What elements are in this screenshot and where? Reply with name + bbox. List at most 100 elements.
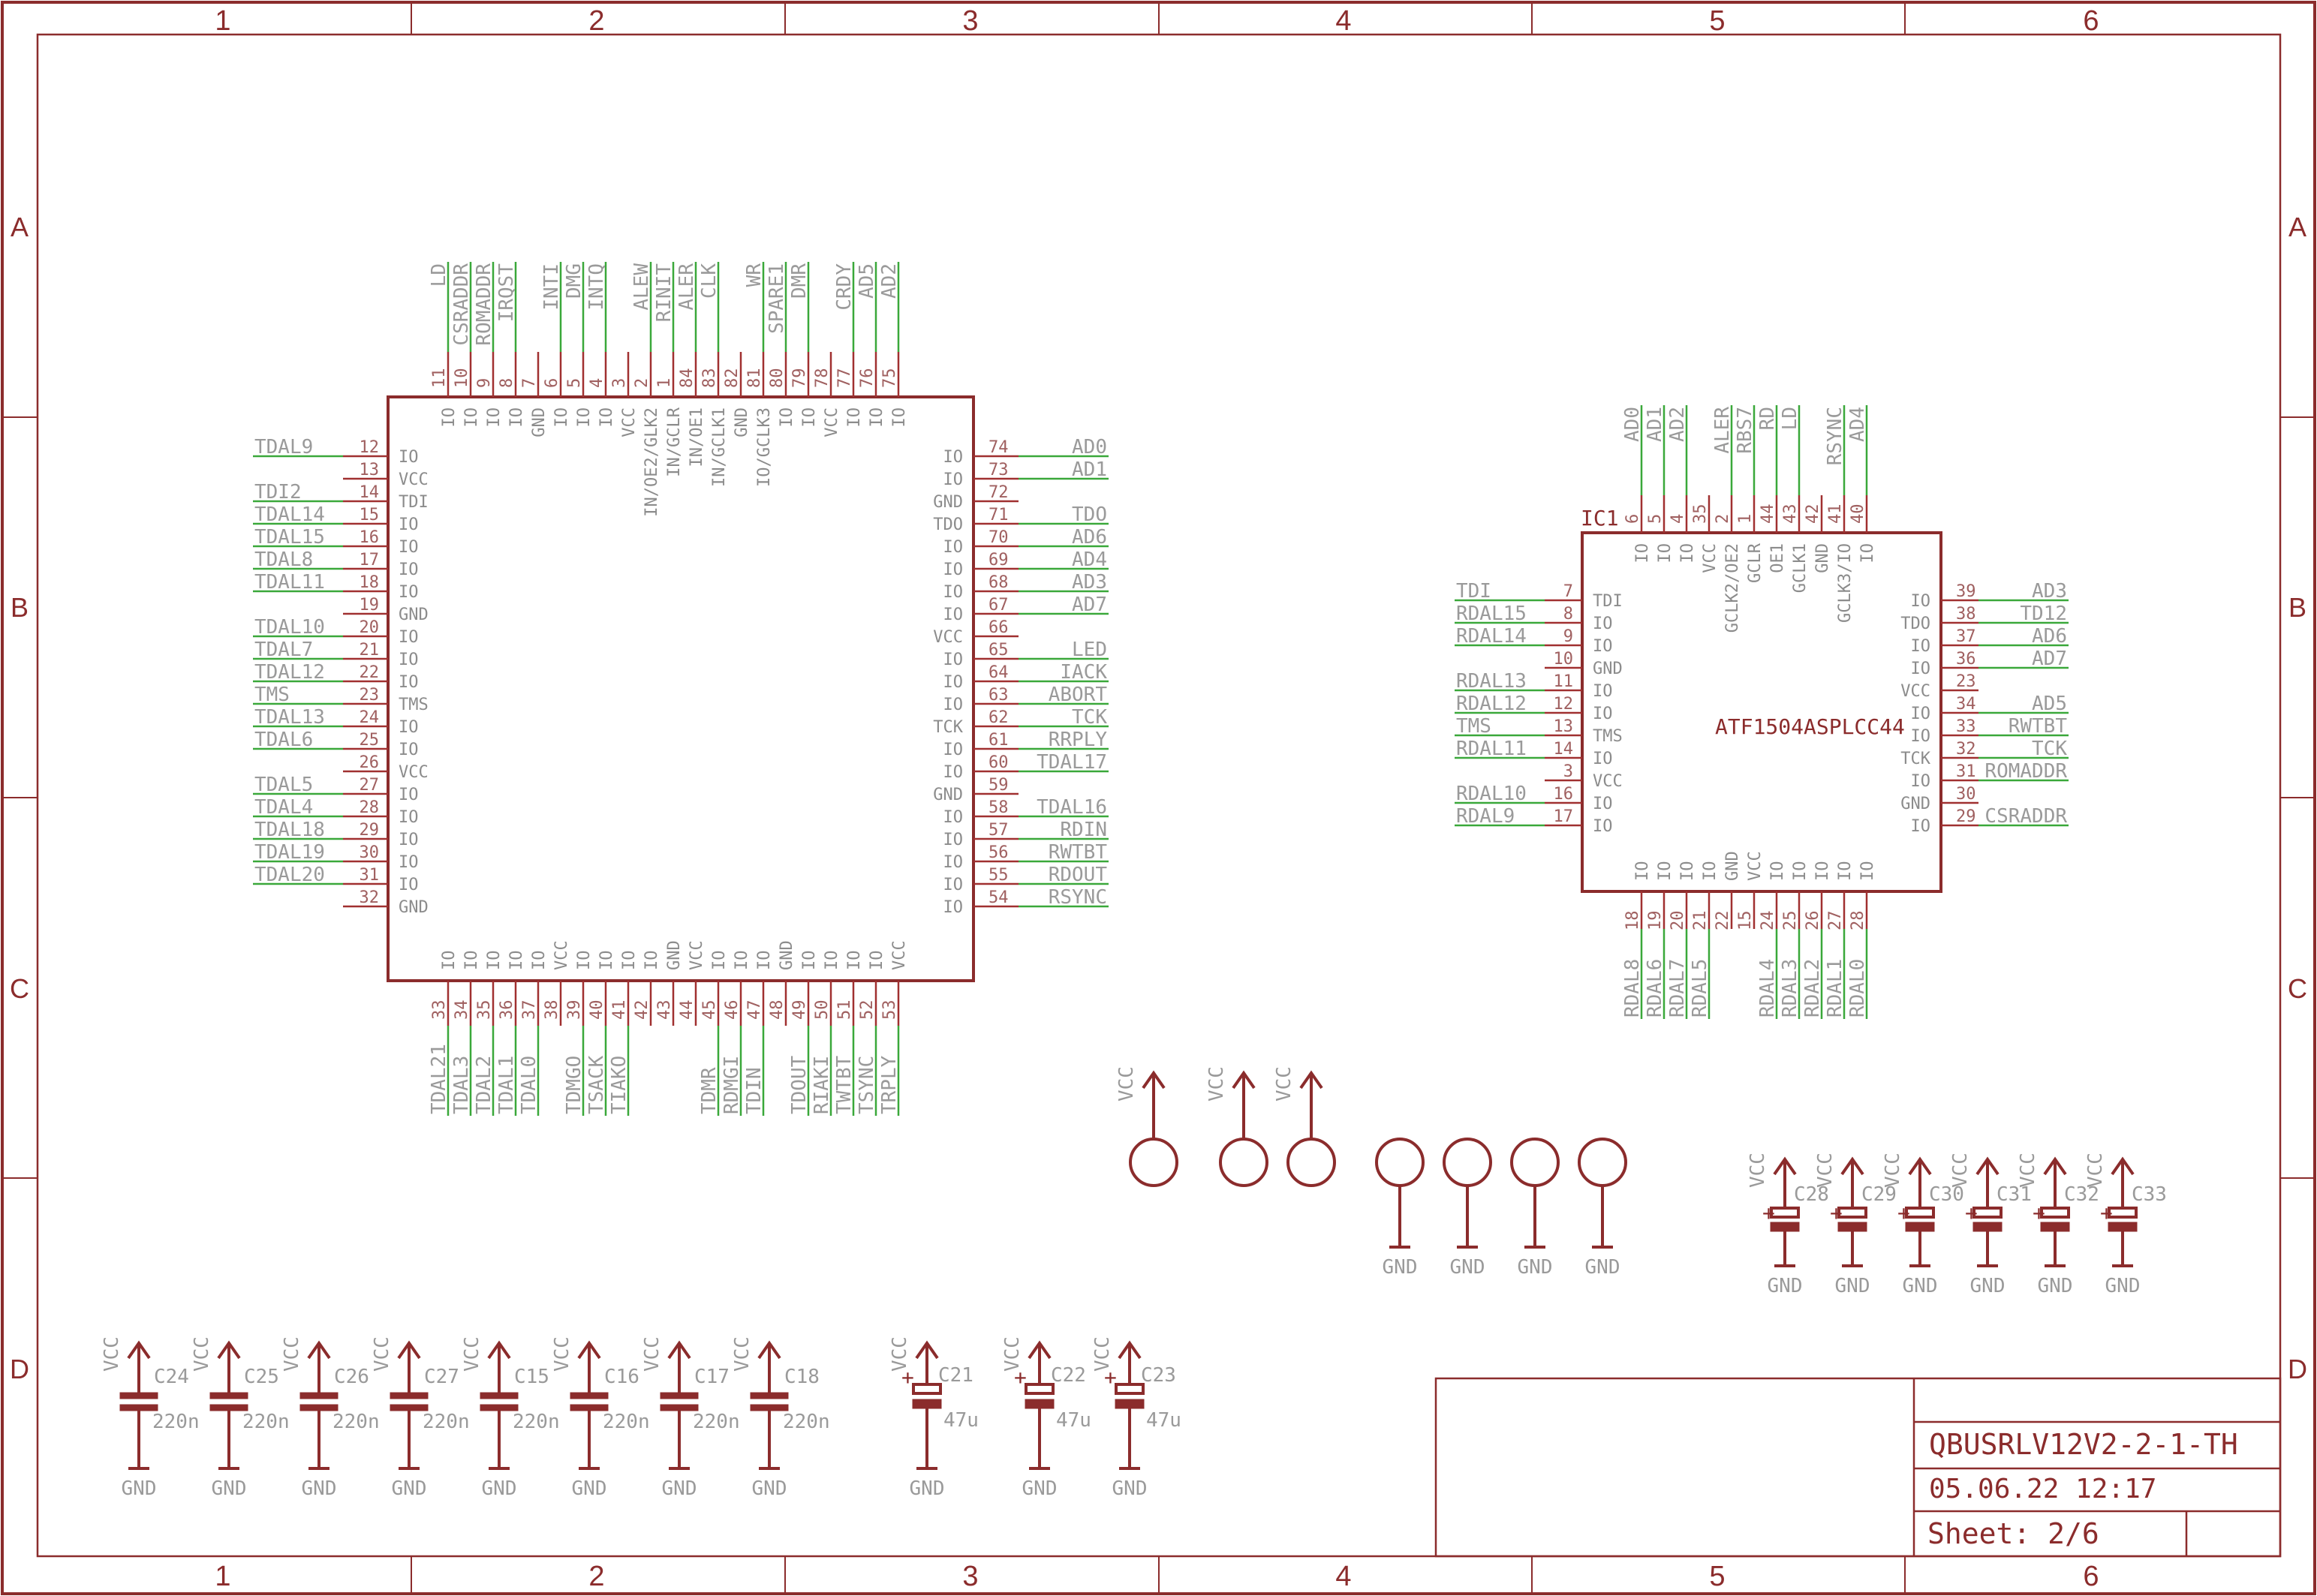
pin-name: GND: [1593, 660, 1623, 678]
frame-row-label-right: D: [2288, 1354, 2307, 1384]
gnd-label: GND: [1903, 1275, 1938, 1297]
pin-name: IO: [1593, 795, 1613, 813]
frame-row-label-right: A: [2288, 212, 2306, 242]
vcc-arrow-icon: [1773, 1156, 1797, 1176]
pin-name: IO: [1593, 637, 1613, 656]
net-label: RDAL9: [1456, 805, 1515, 828]
net-label: TDAL9: [254, 436, 313, 458]
net-label: LED: [1072, 639, 1107, 661]
pin-number: 18: [360, 573, 380, 592]
capacitor-value: 220n: [152, 1411, 200, 1433]
pin-name: GCLK1: [1791, 543, 1810, 593]
pin-number: 59: [988, 776, 1009, 795]
net-label: TWTBT: [833, 1055, 856, 1114]
net-label: TDAL1: [495, 1056, 518, 1114]
capacitor-reference: C30: [1929, 1183, 1964, 1206]
net-label: DMG: [563, 263, 585, 299]
vcc-label: VCC: [1882, 1153, 1904, 1188]
pin-number: 57: [988, 821, 1009, 840]
pin-number: 2: [1714, 514, 1732, 524]
pin-number: 41: [610, 1000, 629, 1020]
capacitor-reference: C29: [1861, 1183, 1897, 1206]
pin-number: 36: [1956, 650, 1976, 669]
polarity-plus-icon: +: [2100, 1201, 2113, 1225]
pin-number: 52: [858, 1000, 877, 1020]
net-label: TDAL18: [254, 819, 325, 841]
gnd-label: GND: [2105, 1275, 2141, 1297]
gnd-label: GND: [1450, 1256, 1485, 1279]
net-label: TDAL21: [428, 1044, 450, 1114]
capacitor-reference: C22: [1051, 1364, 1086, 1387]
pin-name: IO: [1911, 727, 1931, 746]
net-label: RDAL14: [1456, 625, 1527, 648]
pin-name: IO: [1678, 543, 1697, 564]
net-label: RDAL8: [1621, 959, 1644, 1017]
pin-number: 60: [988, 753, 1009, 772]
net-label: ALER: [1711, 407, 1734, 454]
capacitor-reference: C16: [604, 1366, 639, 1388]
test-pad-circle: [1443, 1138, 1492, 1187]
pin-number: 67: [988, 596, 1009, 615]
pin-number: 73: [988, 461, 1009, 479]
capacitor-reference: C21: [938, 1364, 973, 1387]
tantalum-plate-icon: [1905, 1222, 1935, 1232]
pin-name: TDI: [1593, 592, 1623, 611]
pin-number: 39: [1956, 582, 1976, 601]
pin-number: 19: [1646, 911, 1665, 931]
net-label: TDMGO: [563, 1056, 585, 1114]
net-label: RDAL5: [1689, 959, 1711, 1017]
pin-number: 21: [360, 641, 380, 660]
pin-name: VCC: [890, 940, 909, 970]
net-label: CSRADDR: [1984, 805, 2067, 828]
test-pad-circle: [1510, 1138, 1560, 1187]
pin-number: 61: [988, 731, 1009, 750]
frame-column-label-bottom: 3: [962, 1561, 978, 1592]
pin-number: 68: [988, 573, 1009, 592]
net-label: TDAL2: [473, 1056, 495, 1114]
net-label: INTQ: [585, 263, 608, 311]
pin-name: IO: [943, 876, 964, 894]
pin-name: IO: [943, 831, 964, 849]
pin-name: IO: [1858, 861, 1877, 882]
vcc-label: VCC: [551, 1336, 573, 1372]
tantalum-body-icon: [2040, 1207, 2070, 1219]
electrolytic-plate-icon: [1025, 1399, 1055, 1409]
pin-number: 58: [988, 798, 1009, 817]
gnd-label: GND: [1383, 1256, 1418, 1279]
test-pad-circle: [1129, 1138, 1178, 1187]
vcc-label: VCC: [2017, 1153, 2039, 1188]
pin-number: 4: [588, 378, 606, 388]
pin-number: 38: [1956, 605, 1976, 624]
pin-name: IO: [1911, 705, 1931, 723]
pin-name: IO: [399, 673, 419, 692]
pin-number: 49: [790, 1000, 809, 1020]
capacitor-value: 47u: [943, 1409, 979, 1432]
net-label: RINIT: [653, 263, 676, 323]
tantalum-body-icon: [1905, 1207, 1935, 1219]
pin-name: TDO: [1900, 615, 1930, 633]
frame-row-label-left: A: [11, 212, 29, 242]
capacitor-plate-icon: [299, 1404, 339, 1411]
pin-number: 17: [1554, 807, 1574, 826]
pin-number: 42: [1804, 504, 1822, 524]
pin-number: 74: [988, 438, 1009, 457]
pin-number: 24: [360, 708, 380, 727]
net-label: TCK: [2032, 738, 2067, 760]
pin-name: GCLR: [1746, 543, 1765, 583]
net-label: TDAL19: [254, 841, 325, 864]
pin-number: 83: [700, 368, 719, 389]
net-label: TDAL16: [1037, 796, 1107, 819]
pin-number: 10: [453, 368, 471, 389]
polarity-plus-icon: +: [1830, 1201, 1843, 1225]
pin-number: 46: [723, 1000, 742, 1020]
pin-number: 1: [1736, 514, 1755, 524]
capacitor-value: 220n: [693, 1411, 740, 1433]
frame-column-label-bottom: 4: [1335, 1561, 1351, 1592]
pin-name: IO: [530, 951, 549, 971]
net-label: TDAL4: [254, 796, 313, 819]
pin-name: VCC: [620, 407, 639, 437]
pin-number: 12: [360, 438, 380, 457]
net-label: AD7: [2032, 648, 2067, 670]
pin-name: IO: [1911, 772, 1931, 791]
net-label: AD6: [2032, 625, 2067, 648]
